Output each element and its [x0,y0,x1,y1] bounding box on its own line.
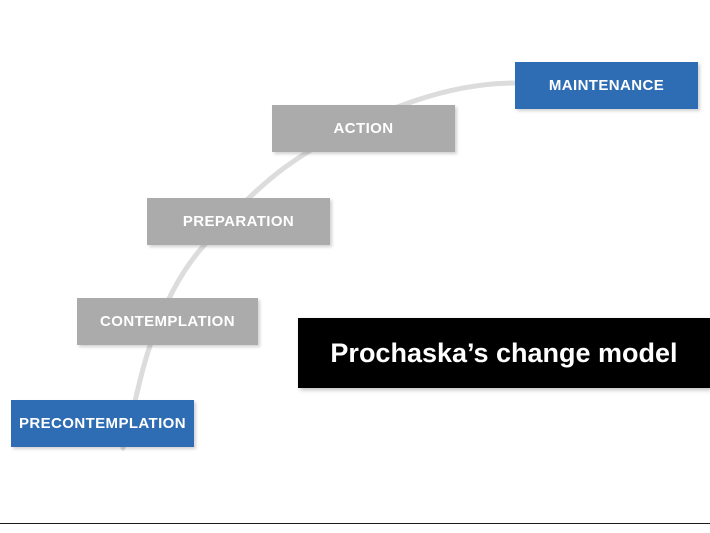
slide-title: Prochaska’s change model [330,337,678,368]
stage-box-precontemplation[interactable]: PRECONTEMPLATION [11,400,194,447]
stage-label-action: ACTION [333,120,394,137]
stage-box-maintenance[interactable]: MAINTENANCE [515,62,698,109]
title-plate: Prochaska’s change model [298,318,710,388]
stage-label-contemplation: CONTEMPLATION [100,313,235,330]
stage-box-action[interactable]: ACTION [272,105,455,152]
stage-label-maintenance: MAINTENANCE [548,77,665,94]
stage-label-precontemplation: PRECONTEMPLATION [19,415,186,432]
stage-label-preparation: PREPARATION [182,213,295,230]
bottom-divider-rule [0,523,710,524]
stage-box-preparation[interactable]: PREPARATION [147,198,330,245]
stage-box-contemplation[interactable]: CONTEMPLATION [77,298,258,345]
